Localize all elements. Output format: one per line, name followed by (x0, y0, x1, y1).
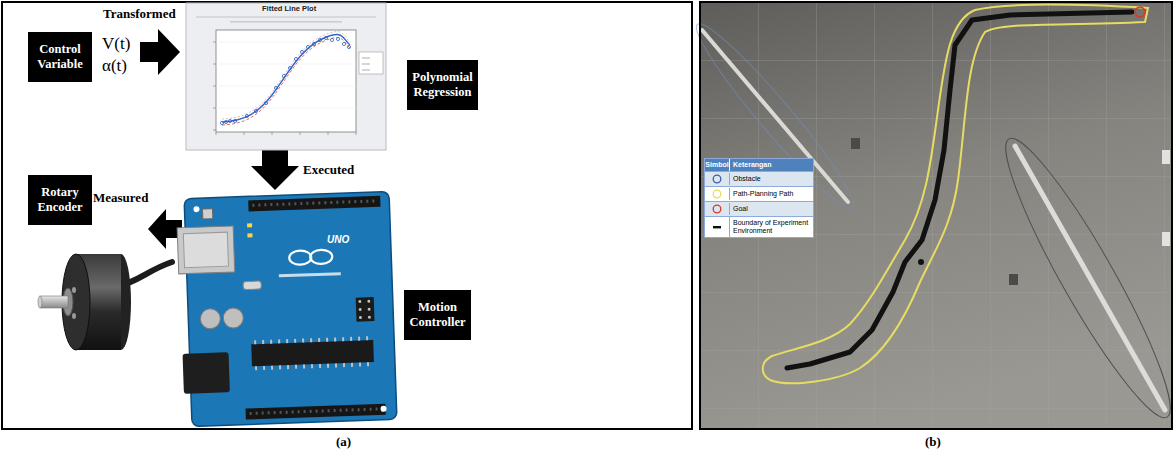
legend-text: Path-Planning Path (729, 188, 813, 200)
legend-text: Obstacle (729, 173, 813, 185)
table-header: Keterangan (733, 161, 772, 168)
legend-header-cell: Keterangan (729, 159, 813, 171)
variable-name: V(t) (102, 34, 130, 54)
plot-title: Fitted Line Plot (262, 4, 316, 13)
legend-text: Goal (729, 203, 813, 215)
board-marking: UNO (327, 234, 349, 245)
panel-label: (a) (336, 434, 351, 450)
legend-sample (710, 174, 724, 184)
step-label: Transformed (103, 6, 176, 22)
rotary-encoder (38, 254, 172, 350)
legend-row: Boundary of Experiment Environment (705, 216, 813, 237)
legend-sample (710, 204, 724, 214)
regression-plot (186, 3, 386, 150)
box-text: Motion Controller (409, 300, 466, 330)
legend-sample (710, 189, 724, 199)
legend-header: Simbol Keterangan (705, 159, 813, 171)
legend-header-cell: Simbol (705, 159, 729, 171)
legend-sample (710, 222, 724, 232)
block-arrow (140, 29, 180, 75)
block-arrow (251, 150, 299, 190)
legend-text: Boundary of Experiment Environment (729, 217, 813, 237)
box-text: Control Variable (33, 42, 87, 72)
label-box: Rotary Encoder (28, 175, 92, 225)
legend-row: Path-Planning Path (705, 186, 813, 201)
panel-label: (b) (925, 434, 941, 450)
variable-name: α(t) (102, 56, 127, 76)
step-label: Executed (303, 162, 354, 178)
legend-row: Obstacle (705, 171, 813, 186)
box-text: Polynomial Regression (412, 70, 473, 100)
table-header: Simbol (705, 161, 728, 169)
box-text: Rotary Encoder (33, 185, 87, 215)
step-label: Measured (93, 190, 148, 206)
legend-row: Goal (705, 201, 813, 216)
panel-frame (2, 2, 692, 429)
label-box: Polynomial Regression (407, 60, 478, 110)
experiment-photo (685, 2, 1174, 430)
label-box: Control Variable (28, 32, 92, 82)
label-box: Motion Controller (404, 290, 471, 340)
arduino-board (176, 191, 397, 426)
legend-table: Simbol KeteranganObstaclePath-Planning Pa… (704, 158, 814, 238)
